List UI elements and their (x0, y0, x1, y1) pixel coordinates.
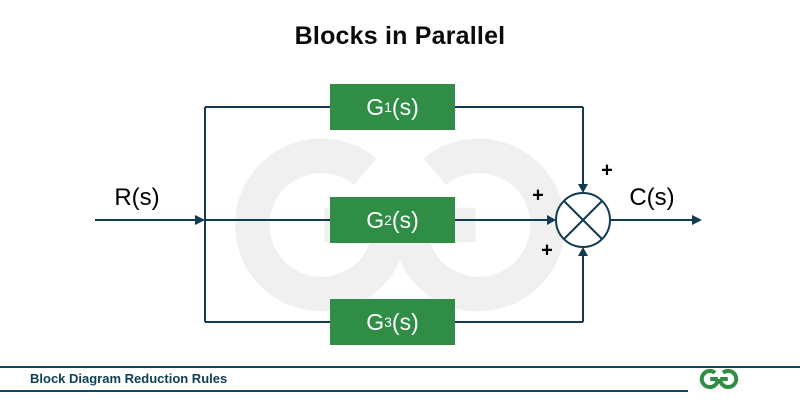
input-signal-label: R(s) (114, 184, 160, 211)
plus-sign-bottom: + (541, 239, 553, 262)
footer-rule-bottom (0, 390, 688, 392)
arrowhead-left-into-sum (547, 215, 556, 225)
plus-sign-left: + (532, 184, 544, 207)
block-g1-label-base: G (366, 93, 385, 120)
arrowhead-bottom-into-sum (578, 247, 588, 256)
block-g1-label-suffix: (s) (391, 93, 419, 120)
block-g2-label-base: G (366, 206, 385, 233)
arrowhead-output (692, 215, 702, 225)
block-g3-label-suffix: (s) (391, 308, 419, 335)
footer-caption: Block Diagram Reduction Rules (30, 371, 228, 386)
summing-x-diagonal-2 (563, 200, 603, 240)
block-g3-label-base: G (366, 308, 385, 335)
arrowhead-input (195, 215, 205, 225)
output-signal-label: C(s) (629, 184, 675, 211)
block-g2-label-suffix: (s) (391, 206, 419, 233)
page-title: Blocks in Parallel (294, 22, 506, 50)
footer-rule-top (0, 366, 800, 368)
geeksforgeeks-logo (699, 368, 739, 389)
plus-sign-top: + (601, 159, 613, 182)
arrowhead-top-into-sum (578, 184, 588, 193)
